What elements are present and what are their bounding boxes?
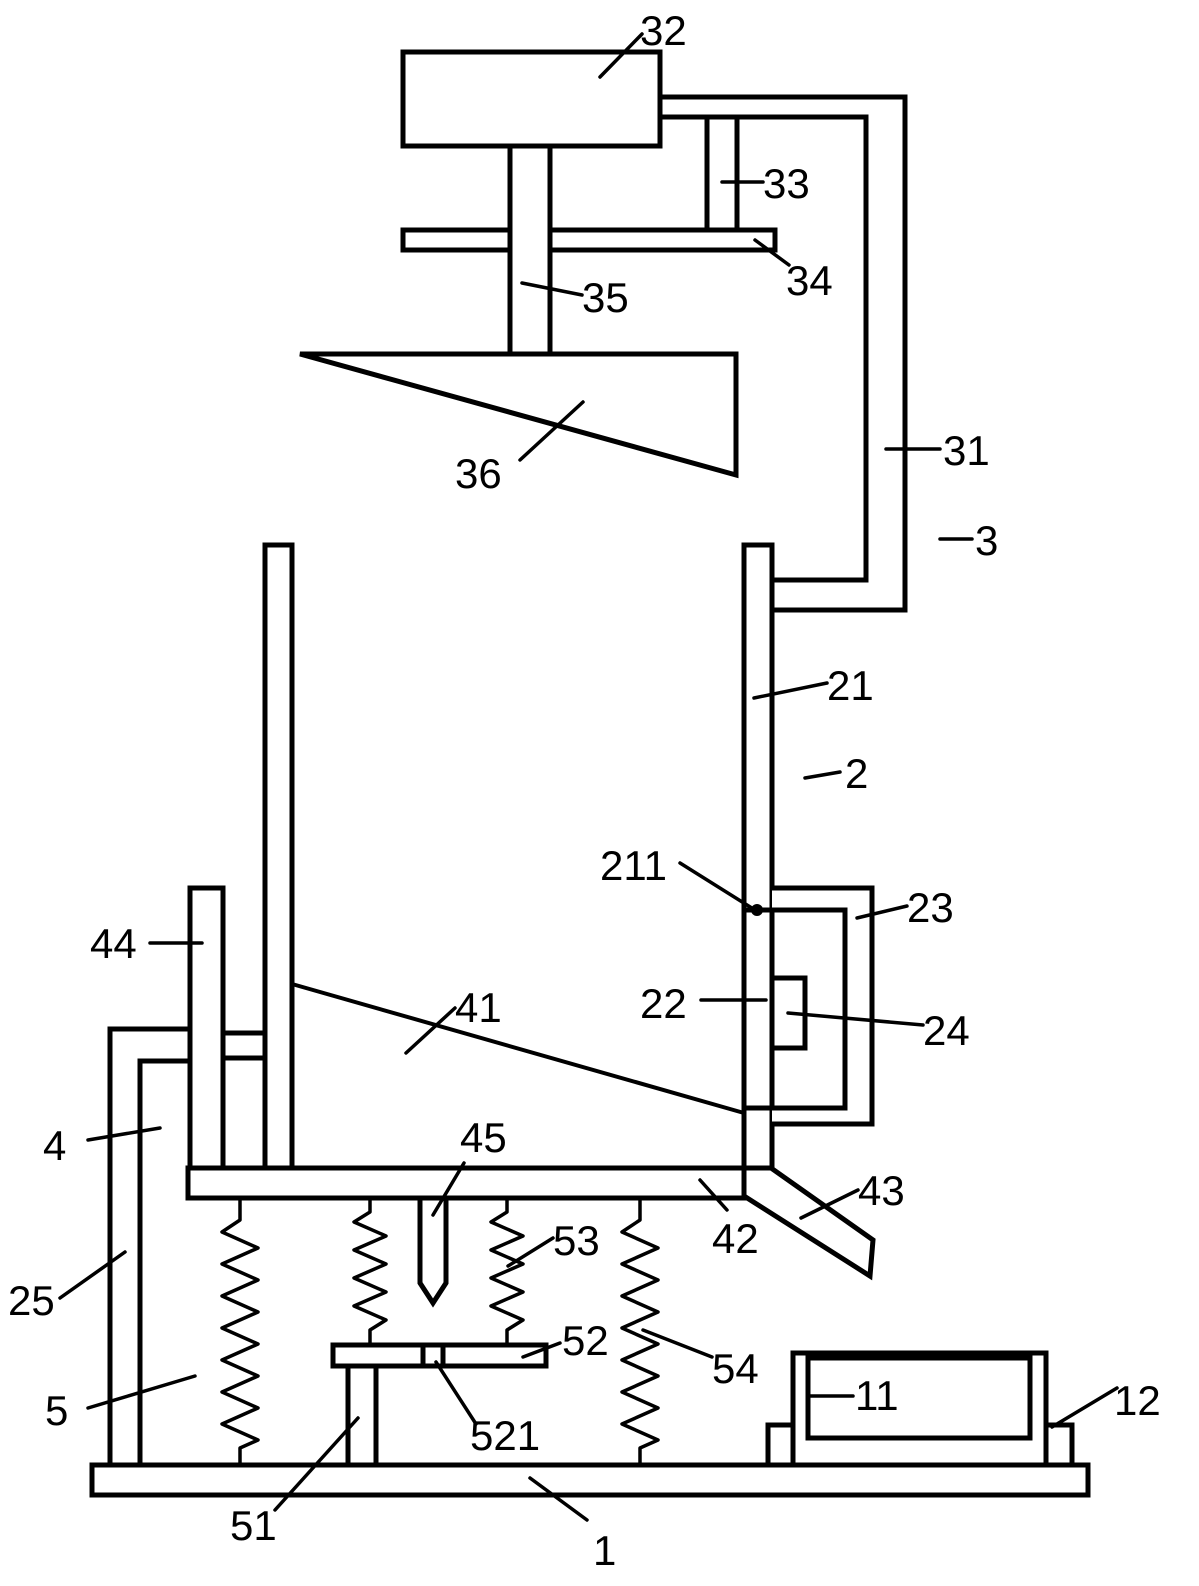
shaft-35 bbox=[507, 143, 553, 357]
spring-53 bbox=[489, 1198, 525, 1347]
label-11: 11 bbox=[855, 1372, 899, 1419]
label-4: 4 bbox=[43, 1122, 66, 1169]
label-12: 12 bbox=[1114, 1377, 1161, 1424]
label-32: 32 bbox=[640, 7, 687, 54]
box-11-inner bbox=[805, 1355, 1033, 1441]
bottom-plate-42 bbox=[185, 1165, 747, 1201]
label-3: 3 bbox=[975, 517, 998, 564]
leader-lines bbox=[58, 32, 1119, 1522]
spring-left bbox=[220, 1198, 260, 1467]
label-23: 23 bbox=[907, 884, 954, 931]
part-labels: 32 33 34 35 36 31 3 21 2 211 23 22 24 44… bbox=[8, 7, 1161, 1574]
label-44: 44 bbox=[90, 920, 137, 967]
connector-44 bbox=[220, 1030, 268, 1061]
slot-521 bbox=[420, 1342, 446, 1369]
point-211 bbox=[751, 904, 763, 916]
label-35: 35 bbox=[582, 274, 629, 321]
label-33: 33 bbox=[763, 160, 810, 207]
label-53: 53 bbox=[553, 1217, 600, 1264]
label-52: 52 bbox=[562, 1317, 609, 1364]
label-45: 45 bbox=[460, 1114, 507, 1161]
chute-43 bbox=[741, 1165, 876, 1281]
label-521: 521 bbox=[470, 1412, 540, 1459]
slide-22 bbox=[741, 907, 775, 1111]
label-41: 41 bbox=[455, 984, 502, 1031]
label-43: 43 bbox=[858, 1167, 905, 1214]
motor-32 bbox=[400, 49, 663, 149]
incline-41 bbox=[290, 982, 746, 1115]
label-211: 211 bbox=[600, 842, 667, 889]
label-42: 42 bbox=[712, 1215, 759, 1262]
link-33 bbox=[704, 114, 740, 233]
label-34: 34 bbox=[786, 257, 833, 304]
label-21: 21 bbox=[827, 662, 874, 709]
label-54: 54 bbox=[712, 1345, 759, 1392]
label-5: 5 bbox=[45, 1387, 68, 1434]
block-12-left bbox=[765, 1422, 796, 1468]
label-36: 36 bbox=[455, 450, 502, 497]
label-25: 25 bbox=[8, 1277, 55, 1324]
label-1: 1 bbox=[593, 1527, 616, 1574]
blade-36 bbox=[299, 351, 739, 479]
label-2: 2 bbox=[845, 750, 868, 797]
label-22: 22 bbox=[640, 980, 687, 1027]
label-51: 51 bbox=[230, 1502, 277, 1549]
spring-54 bbox=[620, 1198, 660, 1467]
container-left-wall bbox=[262, 542, 295, 1171]
label-24: 24 bbox=[923, 1007, 970, 1054]
label-31: 31 bbox=[943, 427, 990, 474]
bar-34 bbox=[400, 227, 778, 253]
plate-44 bbox=[187, 885, 226, 1171]
post-51 bbox=[345, 1362, 379, 1468]
block-12-right bbox=[1043, 1422, 1075, 1468]
spring-53-left bbox=[352, 1198, 388, 1347]
base-plate bbox=[89, 1462, 1091, 1498]
